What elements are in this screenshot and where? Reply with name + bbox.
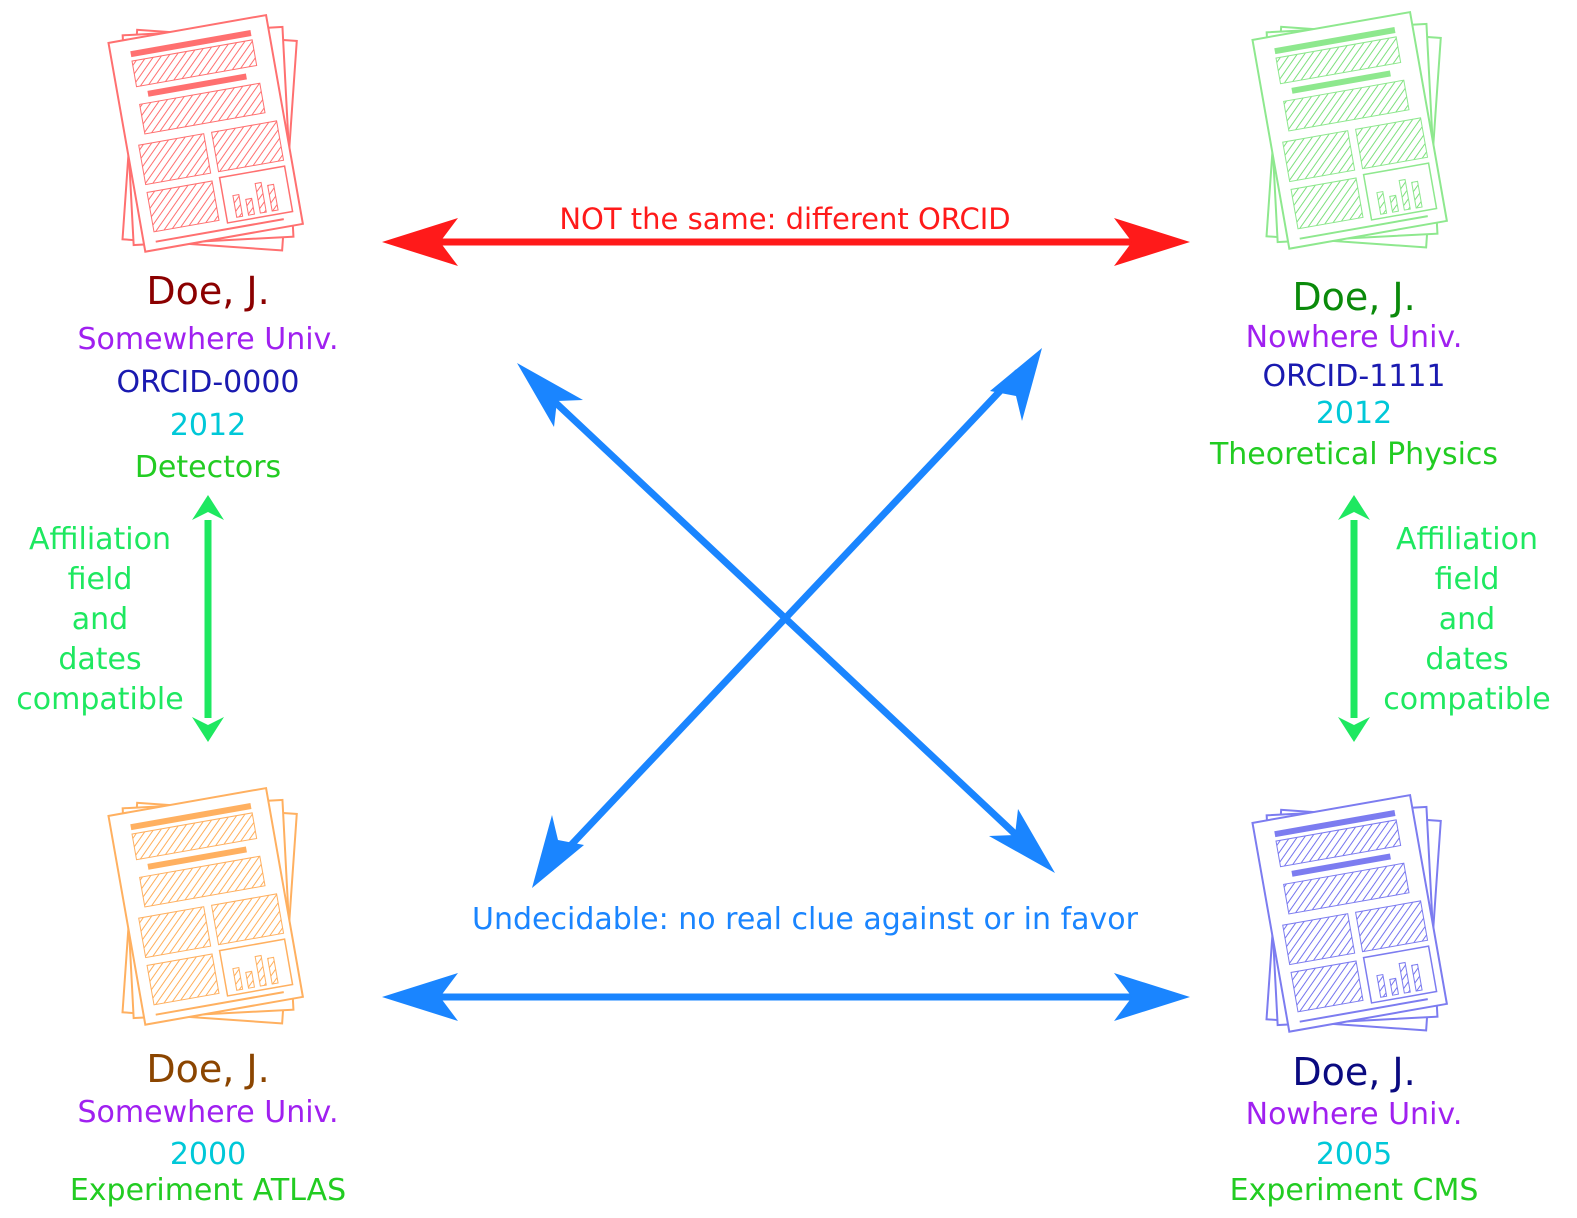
compatible-line: compatible — [1383, 682, 1551, 717]
paper-icon-bottom-left — [107, 786, 305, 1026]
compatible-label-right: Affiliation field and dates compatible — [1383, 520, 1550, 720]
not-same-label: NOT the same: different ORCID — [559, 202, 1011, 236]
not-same-arrow — [382, 218, 1190, 266]
year-top-left: 2012 — [169, 408, 247, 443]
compatible-line: field — [67, 562, 133, 597]
compatible-line: dates — [1425, 642, 1509, 677]
author-name-top-left: Doe, J. — [146, 269, 270, 313]
compatible-line: and — [1438, 602, 1496, 637]
orcid-top-left: ORCID-0000 — [116, 365, 300, 400]
compatible-arrow-right — [1338, 495, 1370, 742]
field-bottom-left: Experiment ATLAS — [69, 1173, 347, 1208]
paper-icon-bottom-right — [1251, 793, 1449, 1033]
undecidable-diagonal-arrow-2 — [532, 348, 1042, 888]
paper-icon-top-right — [1251, 10, 1449, 250]
compatible-line: field — [1434, 562, 1500, 597]
orcid-top-right: ORCID-1111 — [1262, 359, 1446, 394]
year-bottom-right: 2005 — [1315, 1137, 1393, 1172]
affiliation-top-left: Somewhere Univ. — [77, 322, 339, 357]
undecidable-horizontal-arrow — [382, 973, 1190, 1021]
compatible-label-left: Affiliation field and dates compatible — [16, 520, 183, 720]
compatible-arrow-left — [192, 495, 224, 742]
compatible-line: Affiliation — [28, 522, 172, 557]
year-bottom-left: 2000 — [169, 1137, 247, 1172]
author-name-bottom-left: Doe, J. — [146, 1047, 270, 1091]
affiliation-top-right: Nowhere Univ. — [1245, 320, 1463, 355]
field-bottom-right: Experiment CMS — [1229, 1173, 1479, 1208]
field-top-right: Theoretical Physics — [1209, 437, 1499, 472]
affiliation-bottom-left: Somewhere Univ. — [77, 1095, 339, 1130]
compatible-line: and — [71, 602, 129, 637]
affiliation-bottom-right: Nowhere Univ. — [1245, 1097, 1463, 1132]
paper-icon-top-left — [107, 13, 305, 253]
author-name-top-right: Doe, J. — [1292, 275, 1416, 319]
field-top-left: Detectors — [134, 450, 282, 485]
year-top-right: 2012 — [1315, 396, 1393, 431]
undecidable-label: Undecidable: no real clue against or in … — [472, 902, 1138, 937]
compatible-line: Affiliation — [1395, 522, 1539, 557]
author-name-bottom-right: Doe, J. — [1292, 1050, 1416, 1094]
compatible-line: dates — [58, 642, 142, 677]
compatible-line: compatible — [16, 682, 184, 717]
